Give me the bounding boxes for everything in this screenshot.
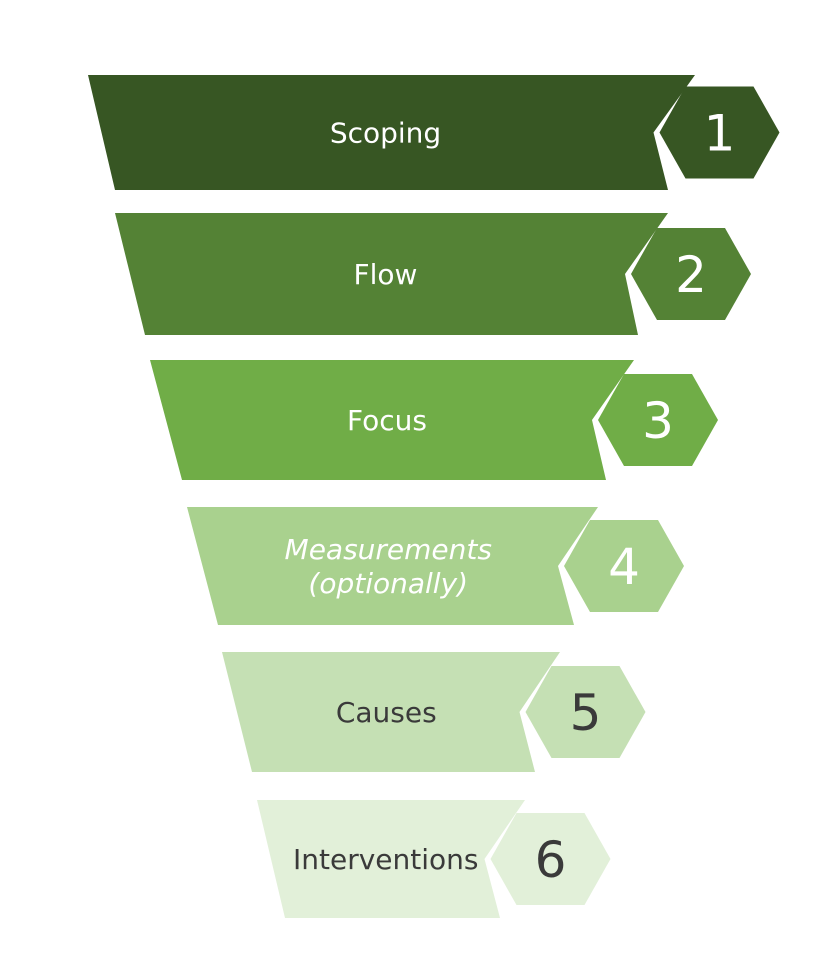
- step-label: Focus: [347, 404, 427, 437]
- step-label: Flow: [354, 258, 418, 291]
- step-number-badge: [490, 813, 611, 905]
- step-number-badge: [598, 374, 718, 466]
- funnel-band: [222, 652, 560, 772]
- step-number: 3: [642, 392, 674, 450]
- step-label: Scoping: [330, 117, 441, 150]
- step-number-badge: [564, 520, 684, 612]
- step-number: 4: [608, 538, 640, 596]
- step-number: 2: [675, 246, 707, 304]
- funnel-step-3: Focus 3: [150, 360, 718, 480]
- funnel-band: [115, 213, 668, 335]
- funnel-step-1: Scoping 1: [88, 75, 780, 190]
- step-number: 6: [535, 831, 567, 889]
- step-number-badge: [659, 86, 780, 179]
- funnel-band: [150, 360, 634, 480]
- step-label: (optionally): [308, 567, 468, 600]
- step-number-badge: [525, 666, 646, 758]
- funnel-band: [88, 75, 695, 190]
- funnel-step-6: Interventions 6: [257, 800, 611, 918]
- funnel-step-5: Causes 5: [222, 652, 646, 772]
- step-number-badge: [631, 228, 751, 320]
- step-label: Causes: [336, 696, 437, 729]
- step-label: Interventions: [293, 843, 479, 876]
- funnel-step-2: Flow 2: [115, 213, 751, 335]
- step-number: 5: [570, 684, 602, 742]
- funnel-step-4: Measurements(optionally) 4: [187, 507, 684, 625]
- funnel-band: [257, 800, 525, 918]
- step-label: Measurements: [285, 533, 492, 566]
- step-number: 1: [704, 105, 736, 163]
- funnel-band: [187, 507, 598, 625]
